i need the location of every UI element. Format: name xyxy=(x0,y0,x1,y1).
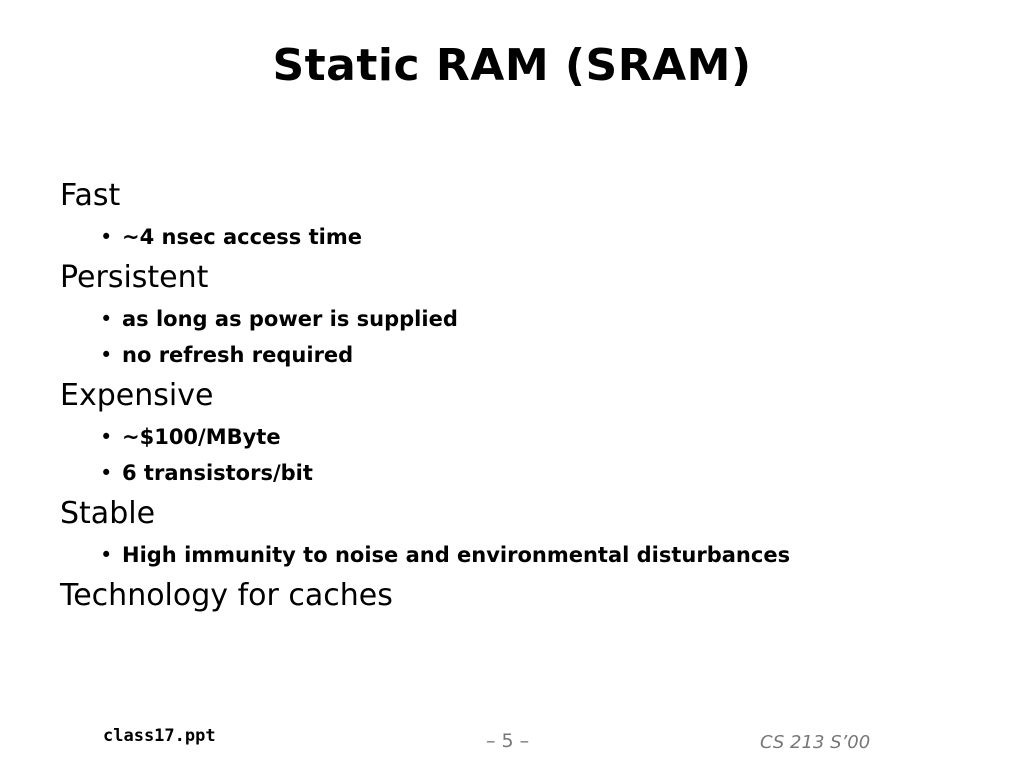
bullet-item: • High immunity to noise and environment… xyxy=(60,540,960,570)
bullet-text: ~$100/MByte xyxy=(122,425,281,449)
bullet-marker: • xyxy=(100,425,113,449)
slide-title: Static RAM (SRAM) xyxy=(272,40,752,91)
bullet-list: • ~4 nsec access time xyxy=(60,222,960,252)
bullet-text: High immunity to noise and environmental… xyxy=(122,543,791,567)
bullet-item: • as long as power is supplied xyxy=(60,304,960,334)
bullet-marker: • xyxy=(100,307,113,331)
section-heading: Stable xyxy=(60,496,156,531)
bullet-marker: • xyxy=(100,543,113,567)
bullet-text: 6 transistors/bit xyxy=(122,461,313,485)
bullet-text: no refresh required xyxy=(122,343,354,367)
footer-filename: class17.ppt xyxy=(103,726,216,746)
section-persistent: Persistent • as long as power is supplie… xyxy=(60,258,960,370)
bullet-list: • ~$100/MByte • 6 transistors/bit xyxy=(60,422,960,488)
bullet-item: • ~$100/MByte xyxy=(60,422,960,452)
footer-course-label: CS 213 S’00 xyxy=(760,732,871,753)
section-heading: Fast xyxy=(60,178,121,213)
section-stable: Stable • High immunity to noise and envi… xyxy=(60,494,960,570)
bullet-list: • as long as power is supplied • no refr… xyxy=(60,304,960,370)
section-technology: Technology for caches xyxy=(60,576,960,616)
bullet-marker: • xyxy=(100,225,113,249)
bullet-text: ~4 nsec access time xyxy=(122,225,362,249)
bullet-text: as long as power is supplied xyxy=(122,307,458,331)
slide-body: Fast • ~4 nsec access time Persistent • … xyxy=(60,176,960,622)
footer-page-number: – 5 – xyxy=(486,730,530,752)
section-heading: Expensive xyxy=(60,378,214,413)
section-heading: Persistent xyxy=(60,260,209,295)
section-heading: Technology for caches xyxy=(60,578,393,613)
bullet-marker: • xyxy=(100,343,113,367)
bullet-item: • 6 transistors/bit xyxy=(60,458,960,488)
bullet-item: • ~4 nsec access time xyxy=(60,222,960,252)
bullet-item: • no refresh required xyxy=(60,340,960,370)
bullet-list: • High immunity to noise and environment… xyxy=(60,540,960,570)
bullet-marker: • xyxy=(100,461,113,485)
section-fast: Fast • ~4 nsec access time xyxy=(60,176,960,252)
section-expensive: Expensive • ~$100/MByte • 6 transistors/… xyxy=(60,376,960,488)
